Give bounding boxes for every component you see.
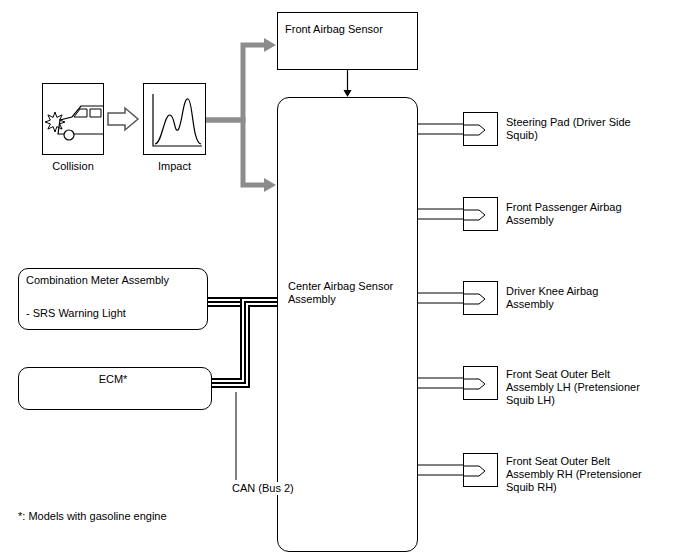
squib-wire bbox=[418, 388, 463, 389]
squib-wire bbox=[418, 124, 463, 125]
impact-path bbox=[206, 120, 267, 185]
squib-wire bbox=[418, 209, 463, 210]
squib-mark bbox=[464, 125, 485, 135]
squib-wire bbox=[418, 475, 463, 476]
graph-axes bbox=[153, 94, 202, 146]
squib-illustration bbox=[464, 282, 497, 314]
impact-burst bbox=[45, 112, 65, 132]
illustration-box: Impact bbox=[143, 83, 206, 155]
node-text: Front Airbag Sensor bbox=[285, 23, 383, 36]
squib-mark bbox=[464, 379, 485, 389]
connector bbox=[206, 120, 276, 192]
squib-wire bbox=[418, 134, 463, 135]
can-bus-line bbox=[212, 302, 277, 383]
arrow-head bbox=[344, 90, 352, 97]
impact-curve bbox=[155, 99, 201, 144]
bus-label: CAN (Bus 2) bbox=[232, 482, 294, 495]
can-bus-line bbox=[212, 302, 277, 383]
squib-symbol: Front Passenger Airbag Assembly bbox=[463, 197, 498, 231]
footnote: *: Models with gasoline engine bbox=[18, 510, 167, 523]
node-text: - SRS Warning Light bbox=[26, 307, 126, 320]
node-text: Center Airbag Sensor Assembly bbox=[288, 280, 413, 306]
squib-wire bbox=[418, 303, 463, 304]
node-text: Combination Meter Assembly bbox=[26, 274, 169, 287]
node-text: Front Seat Outer Belt Assembly LH (Prete… bbox=[506, 368, 658, 407]
connector bbox=[108, 108, 138, 130]
squib-mark bbox=[464, 210, 485, 220]
node-text: Impact bbox=[124, 160, 225, 173]
node-text: Front Seat Outer Belt Assembly RH (Prete… bbox=[506, 455, 658, 494]
node-text: Steering Pad (Driver Side Squib) bbox=[506, 116, 631, 142]
connector bbox=[418, 124, 463, 134]
connector bbox=[206, 38, 276, 120]
squib-mark bbox=[464, 466, 485, 476]
squib-illustration bbox=[464, 367, 497, 399]
connector bbox=[418, 465, 463, 475]
squib-symbol: Front Seat Outer Belt Assembly RH (Prete… bbox=[463, 453, 498, 487]
arrow-head bbox=[264, 38, 276, 52]
node-text: Driver Knee Airbag Assembly bbox=[506, 285, 616, 311]
can-bus-line bbox=[212, 302, 277, 383]
ecm-box: ECM* bbox=[18, 367, 212, 410]
meter-box: Combination Meter Assembly - SRS Warning … bbox=[18, 268, 208, 330]
leader-line bbox=[236, 392, 237, 480]
node-text: ECM* bbox=[19, 373, 207, 386]
squib-wire bbox=[418, 219, 463, 220]
squib-illustration bbox=[464, 454, 497, 486]
squib-wire bbox=[418, 465, 463, 466]
squib-wire bbox=[418, 293, 463, 294]
illustration-box: Collision bbox=[42, 83, 104, 155]
connector bbox=[344, 70, 352, 97]
sensor-box: Front Airbag Sensor bbox=[277, 12, 418, 70]
squib-symbol: Driver Knee Airbag Assembly bbox=[463, 281, 498, 315]
car-body bbox=[58, 106, 103, 134]
sensor-assembly-box: Center Airbag Sensor Assembly bbox=[277, 97, 418, 552]
arrow-head bbox=[264, 178, 276, 192]
graph-illustration bbox=[144, 84, 205, 154]
connector bbox=[418, 293, 463, 303]
connector bbox=[418, 378, 463, 388]
squib-symbol: Steering Pad (Driver Side Squib) bbox=[463, 112, 498, 146]
car-illustration bbox=[43, 84, 103, 154]
node-text: Front Passenger Airbag Assembly bbox=[506, 201, 631, 227]
squib-illustration bbox=[464, 113, 497, 145]
car-wheel bbox=[64, 130, 74, 140]
connector bbox=[418, 209, 463, 219]
node-text: Collision bbox=[23, 160, 123, 173]
signal-line bbox=[347, 70, 348, 91]
connector bbox=[212, 302, 277, 383]
car-window bbox=[74, 109, 101, 117]
squib-illustration bbox=[464, 198, 497, 230]
squib-symbol: Front Seat Outer Belt Assembly LH (Prete… bbox=[463, 366, 498, 400]
impact-path bbox=[206, 45, 267, 120]
squib-mark bbox=[464, 294, 485, 304]
squib-wire bbox=[418, 378, 463, 379]
hollow-arrow bbox=[108, 108, 138, 130]
